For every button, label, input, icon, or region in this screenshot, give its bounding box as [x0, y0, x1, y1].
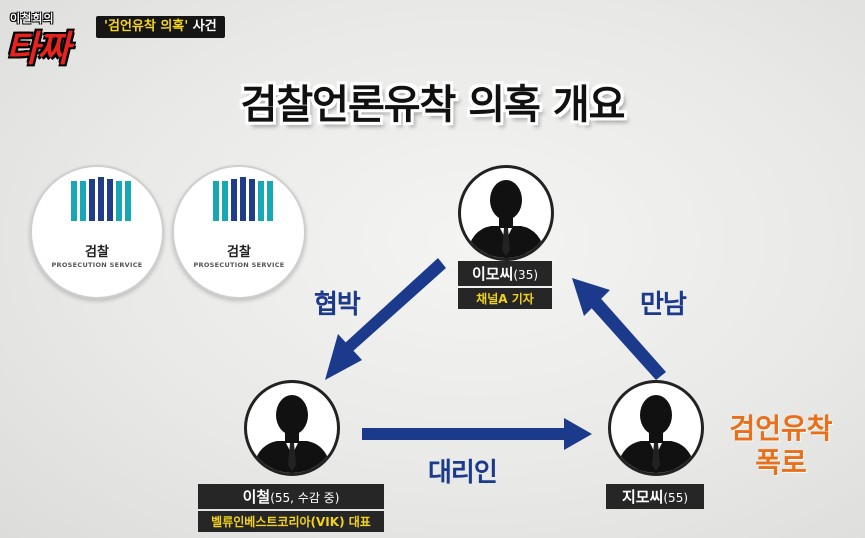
- person-left-info: 이철(55, 수감 중) 벨류인베스트코리아(VIK) 대표: [198, 484, 384, 532]
- logo-title: 타짜: [6, 29, 70, 70]
- meet-arrow: [572, 278, 666, 380]
- person-left-avatar: [244, 380, 340, 476]
- proxy-label: 대리인: [428, 458, 498, 488]
- prosecution-emblem-1: 검찰 PROSECUTION SERVICE: [30, 165, 164, 299]
- meet-label: 만남: [640, 290, 687, 320]
- person-left-name: 이철: [242, 488, 271, 506]
- emblem-name: 검찰: [227, 245, 251, 260]
- emblem-sub: PROSECUTION SERVICE: [193, 261, 285, 269]
- diagram-title: 검찰언론유착 의혹 개요: [240, 82, 626, 128]
- person-top-namebox: 이모씨(35): [458, 261, 552, 286]
- person-top-role: 채널A 기자: [458, 288, 552, 309]
- case-label: '검언유착 의혹' 사건: [96, 16, 225, 38]
- person-left-namebox: 이철(55, 수감 중): [198, 484, 384, 509]
- expose-line-2: 폭로: [755, 446, 807, 479]
- proxy-arrow: [362, 418, 592, 450]
- person-top-name: 이모씨: [471, 265, 514, 283]
- show-logo: 이철희의 타짜: [4, 2, 88, 70]
- emblem-name: 검찰: [85, 245, 109, 260]
- logo-subtitle: 이철희의: [10, 12, 55, 25]
- threat-label: 협박: [314, 290, 361, 320]
- prosecution-emblem-icon: [213, 177, 273, 221]
- prosecution-emblem-2: 검찰 PROSECUTION SERVICE: [172, 165, 306, 299]
- person-right-avatar: [608, 380, 704, 476]
- person-right-age: (55): [663, 491, 689, 505]
- case-label-suffix: 사건: [188, 19, 217, 34]
- person-silhouette-icon: [466, 180, 546, 258]
- person-silhouette-icon: [252, 395, 332, 473]
- emblem-sub: PROSECUTION SERVICE: [51, 261, 143, 269]
- person-top-avatar: [458, 165, 554, 261]
- person-left-role: 벨류인베스트코리아(VIK) 대표: [198, 511, 384, 532]
- threat-arrow: [325, 258, 446, 380]
- case-label-quote: '검언유착 의혹': [104, 19, 189, 34]
- expose-line-1: 검언유착: [729, 412, 833, 445]
- person-top-info: 이모씨(35) 채널A 기자: [458, 261, 552, 309]
- person-silhouette-icon: [616, 395, 696, 473]
- person-right-name: 지모씨: [621, 488, 664, 506]
- person-right-namebox: 지모씨(55): [606, 484, 704, 509]
- prosecution-emblem-icon: [71, 177, 131, 221]
- person-top-age: (35): [513, 268, 539, 282]
- person-left-age: (55, 수감 중): [270, 491, 340, 505]
- expose-label: 검언유착 폭로: [712, 412, 850, 480]
- person-right-info: 지모씨(55): [606, 484, 704, 509]
